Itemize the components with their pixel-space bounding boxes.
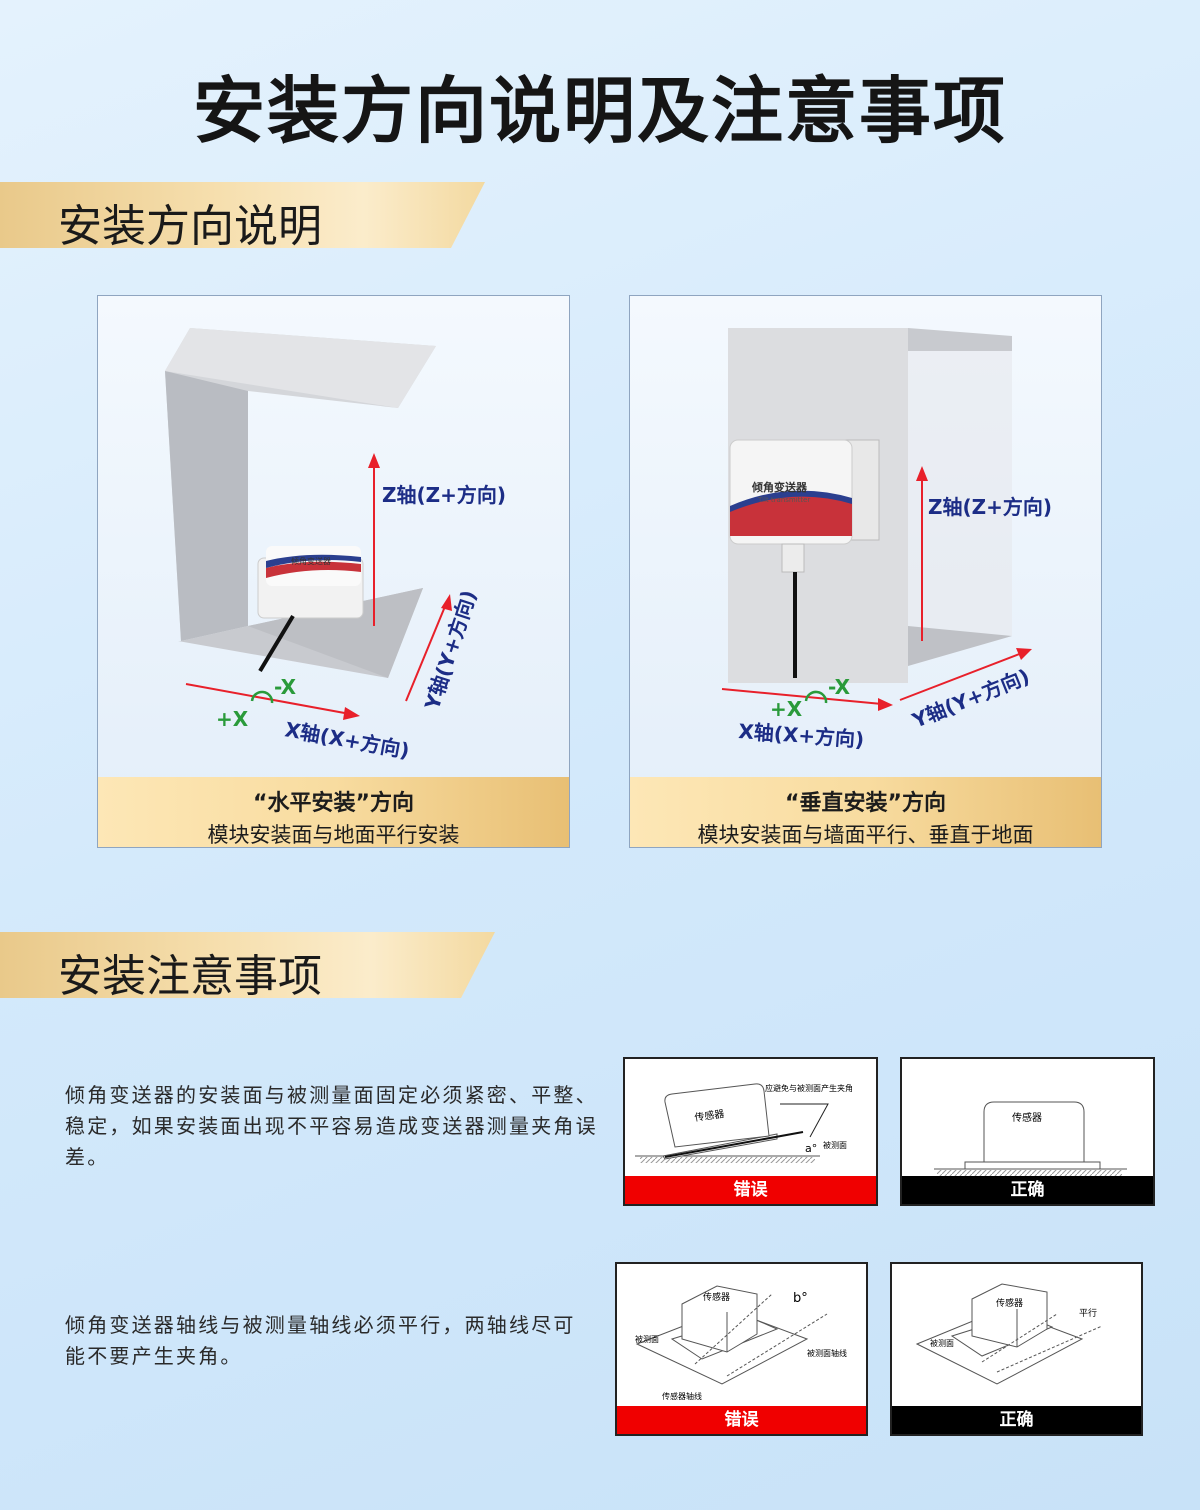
caption-desc: 模块安装面与地面平行安装 [207, 823, 460, 847]
surface-label: 被测面 [823, 1140, 847, 1150]
right-label: 正确 [902, 1176, 1153, 1204]
minus-x-label: -X [274, 675, 297, 699]
angle-warning-note: 应避免与被测面产生夹角 [765, 1083, 853, 1093]
device-label: 倾角变送器 [751, 480, 808, 494]
x-axis-label: X轴(X+方向) [738, 719, 865, 752]
sensor-label: 传感器 [996, 1297, 1023, 1309]
caption-title: “水平安装”方向 [253, 791, 414, 816]
note-text-2: 倾角变送器轴线与被测量轴线必须平行，两轴线尽可能不要产生夹角。 [65, 1313, 576, 1368]
section-banner-notes: 安装注意事项 [0, 932, 495, 998]
right-label: 正确 [892, 1406, 1141, 1434]
sensor-label: 传感器 [1012, 1111, 1042, 1124]
wrong-label: 错误 [617, 1406, 866, 1434]
caption-desc: 模块安装面与墙面平行、垂直于地面 [697, 823, 1034, 847]
angle-label: b° [793, 1291, 808, 1306]
caption: “水平安装”方向模块安装面与地面平行安装 [98, 777, 569, 847]
vertical-install-panel: 倾角变送器 Tilt transmitter Z轴(Z+方向) Y轴(Y+方向)… [629, 295, 1102, 848]
vertical-install-illustration: 倾角变送器 Tilt transmitter Z轴(Z+方向) Y轴(Y+方向)… [721, 328, 1052, 752]
z-axis-label: Z轴(Z+方向) [382, 483, 506, 507]
note-text-1: 倾角变送器的安装面与被测量面固定必须紧密、平整、稳定，如果安装面出现不平容易造成… [65, 1083, 598, 1169]
device-label: 倾角变送器 [291, 556, 331, 566]
axis-align-wrong-diagram: 传感器 b° 被测面 被测面轴线 传感器轴线 错误 [615, 1262, 868, 1436]
axis-align-right-diagram: 传感器 平行 被测面 正确 [890, 1262, 1143, 1436]
minus-x-label: -X [828, 675, 851, 699]
surface-label: 被测面 [930, 1338, 954, 1348]
z-axis-label: Z轴(Z+方向) [928, 495, 1052, 519]
flat-mount-right-diagram: 传感器 正确 [900, 1057, 1155, 1206]
caption: “垂直安装”方向模块安装面与墙面平行、垂直于地面 [630, 777, 1101, 847]
sensor-label: 传感器 [694, 1107, 726, 1124]
flat-mount-wrong-diagram: 传感器 应避免与被测面产生夹角 a° 被测面 错误 [623, 1057, 878, 1206]
y-axis-label: Y轴(Y+方向) [908, 664, 1033, 733]
horizontal-install-panel: 倾角变送器 Z轴(Z+方向) Y轴(Y+方向) -X +X X轴(X+方向) “… [97, 295, 570, 848]
section-banner-direction: 安装方向说明 [0, 182, 485, 248]
device-sublabel: Tilt transmitter [757, 496, 810, 504]
surface-axis-label: 被测面轴线 [807, 1348, 847, 1358]
sensor-label: 传感器 [703, 1291, 730, 1303]
x-axis-label: X轴(X+方向) [283, 717, 411, 762]
section-heading: 安装方向说明 [58, 201, 322, 252]
horizontal-install-illustration: 倾角变送器 Z轴(Z+方向) Y轴(Y+方向) -X +X X轴(X+方向) [165, 328, 506, 763]
plus-x-label: +X [216, 707, 249, 731]
parallel-label: 平行 [1079, 1307, 1097, 1319]
caption-title: “垂直安装”方向 [785, 791, 946, 816]
plus-x-label: +X [770, 697, 803, 721]
wrong-label: 错误 [625, 1176, 876, 1204]
section-heading: 安装注意事项 [58, 951, 322, 1002]
surface-label: 被测面 [635, 1334, 659, 1344]
page-title: 安装方向说明及注意事项 [192, 69, 1007, 153]
sensor-axis-label: 传感器轴线 [662, 1391, 702, 1401]
angle-label: a° [805, 1142, 817, 1155]
